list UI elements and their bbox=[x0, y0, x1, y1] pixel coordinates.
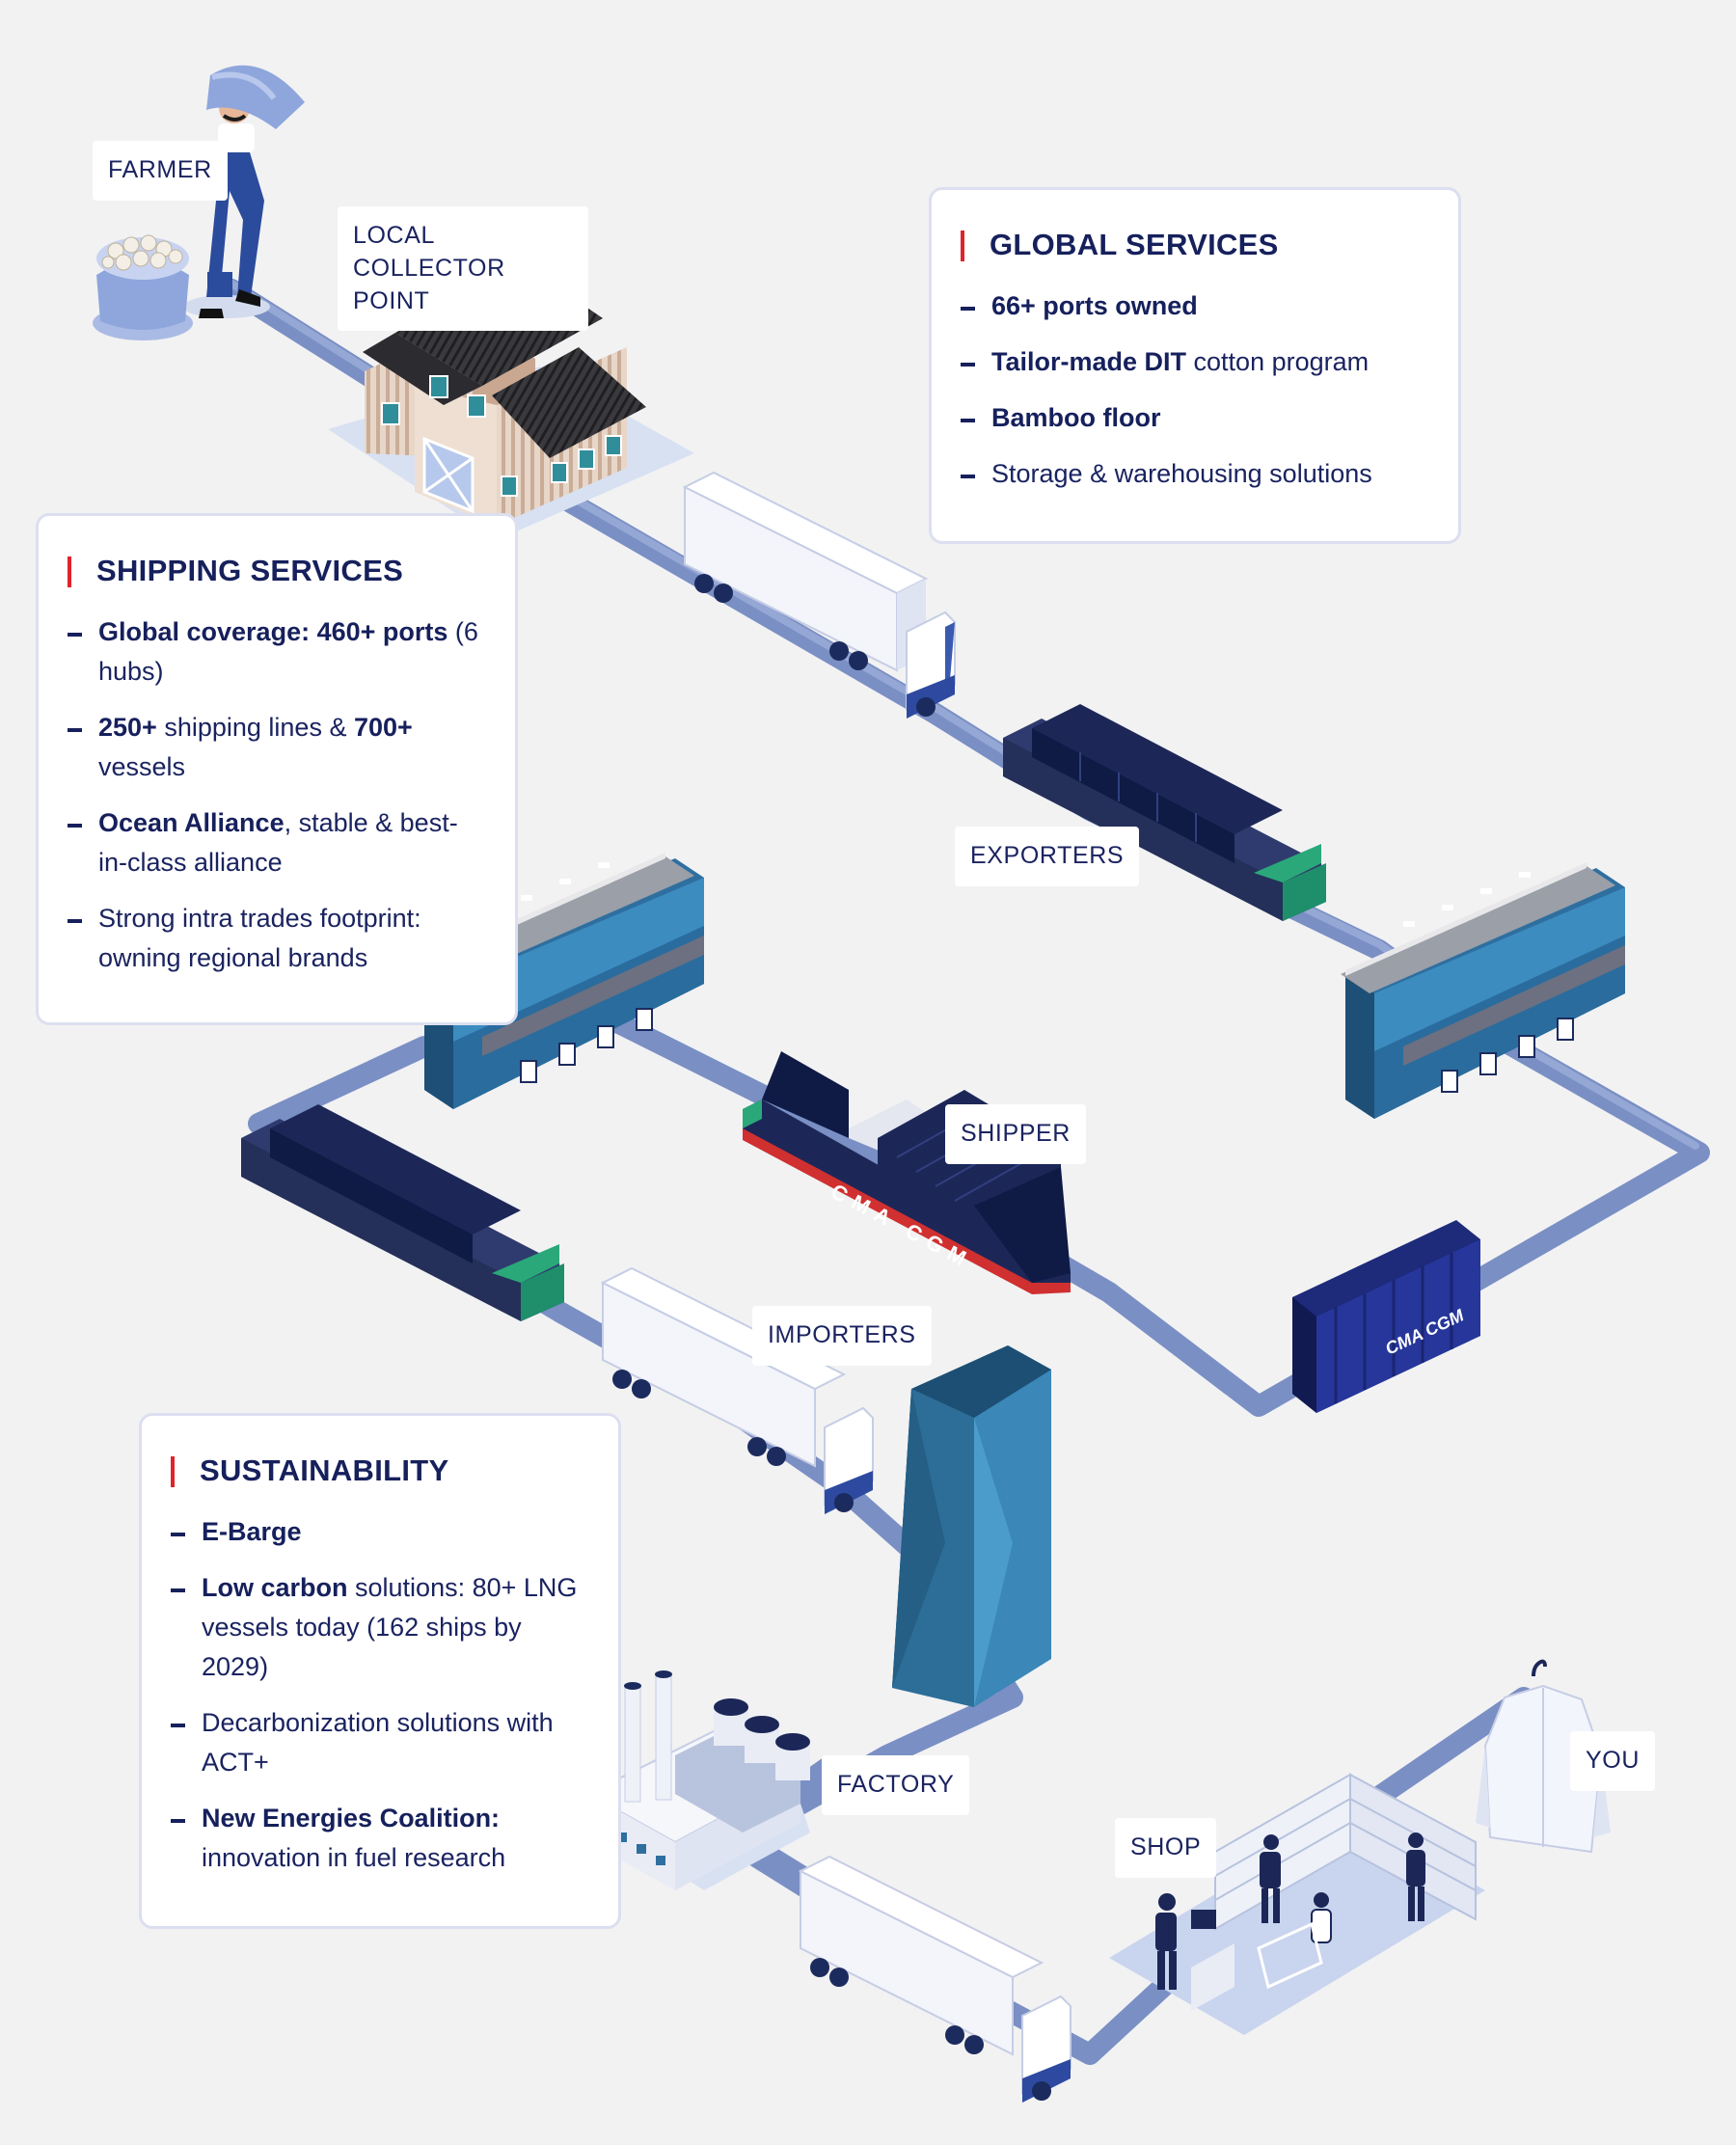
stage-label-exporters: EXPORTERS bbox=[955, 827, 1140, 886]
shipping-services-card: SHIPPING SERVICES Global coverage: 460+ … bbox=[36, 513, 518, 1025]
sustainability-title: SUSTAINABILITY bbox=[171, 1453, 589, 1488]
sustainability-list: E-Barge Low carbon solutions: 80+ LNG ve… bbox=[171, 1512, 589, 1878]
list-item: Tailor-made DIT cotton program bbox=[961, 342, 1429, 382]
list-item: Strong intra trades footprint: owning re… bbox=[68, 899, 486, 978]
global-services-list: 66+ ports owned Tailor-made DIT cotton p… bbox=[961, 286, 1429, 494]
stage-label-farmer: FARMER bbox=[93, 141, 228, 201]
stage-label-shipper: SHIPPER bbox=[945, 1104, 1086, 1164]
list-item: E-Barge bbox=[171, 1512, 589, 1552]
shipping-services-list: Global coverage: 460+ ports (6 hubs) 250… bbox=[68, 612, 486, 978]
shipping-container-illustration: CMA CGM bbox=[1292, 1220, 1480, 1413]
barge-1-illustration bbox=[1003, 704, 1326, 921]
global-services-card: GLOBAL SERVICES 66+ ports owned Tailor-m… bbox=[929, 187, 1461, 544]
stage-label-importers: IMPORTERS bbox=[752, 1306, 932, 1366]
list-item: Decarbonization solutions with ACT+ bbox=[171, 1703, 589, 1782]
stage-label-local-collector-line1: LOCAL COLLECTOR bbox=[353, 222, 505, 282]
stage-label-local-collector-point: LOCAL COLLECTOR POINT bbox=[338, 206, 588, 332]
list-item: Bamboo floor bbox=[961, 398, 1429, 438]
barge-2-illustration bbox=[241, 1104, 564, 1321]
stage-label-local-collector-line2: POINT bbox=[353, 286, 430, 314]
warehouse-right-illustration bbox=[1341, 862, 1625, 1119]
truck-3-illustration bbox=[798, 1855, 1071, 2103]
stage-label-you: YOU bbox=[1570, 1731, 1655, 1791]
sustainability-card: SUSTAINABILITY E-Barge Low carbon soluti… bbox=[139, 1413, 621, 1929]
list-item: Ocean Alliance, stable & best-in-class a… bbox=[68, 803, 486, 882]
shop-illustration bbox=[1109, 1773, 1485, 2035]
container-ship-illustration: CMA CGM bbox=[743, 1051, 1071, 1294]
shipping-services-title: SHIPPING SERVICES bbox=[68, 554, 486, 588]
shirt-illustration bbox=[1476, 1659, 1611, 1854]
farmer-illustration bbox=[93, 65, 305, 340]
stage-label-shop: SHOP bbox=[1115, 1818, 1217, 1878]
list-item: Storage & warehousing solutions bbox=[961, 454, 1429, 494]
tower-illustration bbox=[892, 1345, 1051, 1707]
list-item: New Energies Coalition: innovation in fu… bbox=[171, 1799, 589, 1878]
stage-label-factory: FACTORY bbox=[822, 1755, 970, 1815]
list-item: 250+ shipping lines & 700+ vessels bbox=[68, 708, 486, 787]
list-item: Global coverage: 460+ ports (6 hubs) bbox=[68, 612, 486, 692]
global-services-title: GLOBAL SERVICES bbox=[961, 228, 1429, 262]
list-item: Low carbon solutions: 80+ LNG vessels to… bbox=[171, 1568, 589, 1687]
list-item: 66+ ports owned bbox=[961, 286, 1429, 326]
truck-1-illustration bbox=[682, 471, 956, 719]
